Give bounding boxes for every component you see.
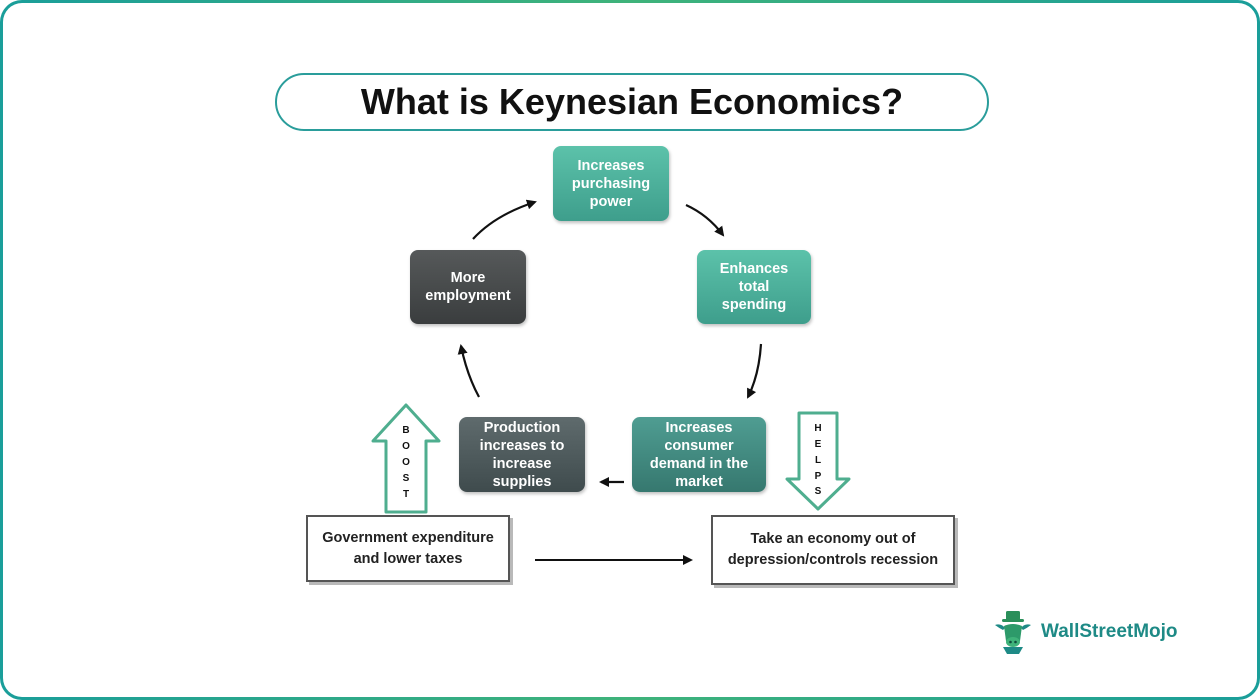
box-label: Government expenditure and lower taxes <box>322 529 494 567</box>
government-expenditure-box: Government expenditure and lower taxes <box>306 515 510 582</box>
brand-logo: WallStreetMojo <box>991 609 1178 655</box>
helps-arrow-shape <box>785 411 851 511</box>
arrow-production-to-employment <box>457 344 480 398</box>
node-production-increases: Production increases to increase supplie… <box>459 417 585 492</box>
node-enhances-total-spending: Enhances total spending <box>697 250 811 324</box>
helps-letter: E <box>815 439 822 450</box>
node-label: Production increases to increase supplie… <box>479 419 565 490</box>
node-label: Increases purchasing power <box>571 157 651 210</box>
node-label: Increases consumer demand in the market <box>649 419 749 490</box>
boost-letter: O <box>402 441 410 452</box>
node-more-employment: More employment <box>410 250 526 324</box>
canvas: What is Keynesian Economics? <box>3 3 1257 697</box>
arrow-employment-to-purchasing <box>472 199 537 240</box>
bull-mascot-icon <box>995 611 1031 654</box>
boost-letter: B <box>402 425 409 436</box>
helps-letter: S <box>815 486 822 497</box>
box-label: Take an economy out of depression/contro… <box>727 531 939 568</box>
economy-outcome-box: Take an economy out of depression/contro… <box>711 515 955 585</box>
page-title: What is Keynesian Economics? <box>275 73 989 131</box>
boost-letter: T <box>403 489 409 500</box>
boost-letter: O <box>402 457 410 468</box>
boost-letter: S <box>403 473 410 484</box>
node-label: More employment <box>425 270 511 304</box>
node-label: Enhances total spending <box>719 261 789 313</box>
diagram-arrows: B O O S T H E L P S <box>371 199 851 565</box>
node-increases-consumer-demand: Increases consumer demand in the market <box>632 417 766 492</box>
node-increases-purchasing-power: Increases purchasing power <box>553 146 669 221</box>
helps-letter: H <box>814 423 821 434</box>
brand-name: WallStreetMojo <box>1041 621 1178 642</box>
helps-letter: L <box>815 455 821 466</box>
boost-arrow-shape <box>371 403 441 514</box>
helps-letter: P <box>815 471 822 482</box>
arrow-purchasing-to-spending <box>685 203 725 237</box>
arrow-spending-to-demand <box>747 343 763 399</box>
